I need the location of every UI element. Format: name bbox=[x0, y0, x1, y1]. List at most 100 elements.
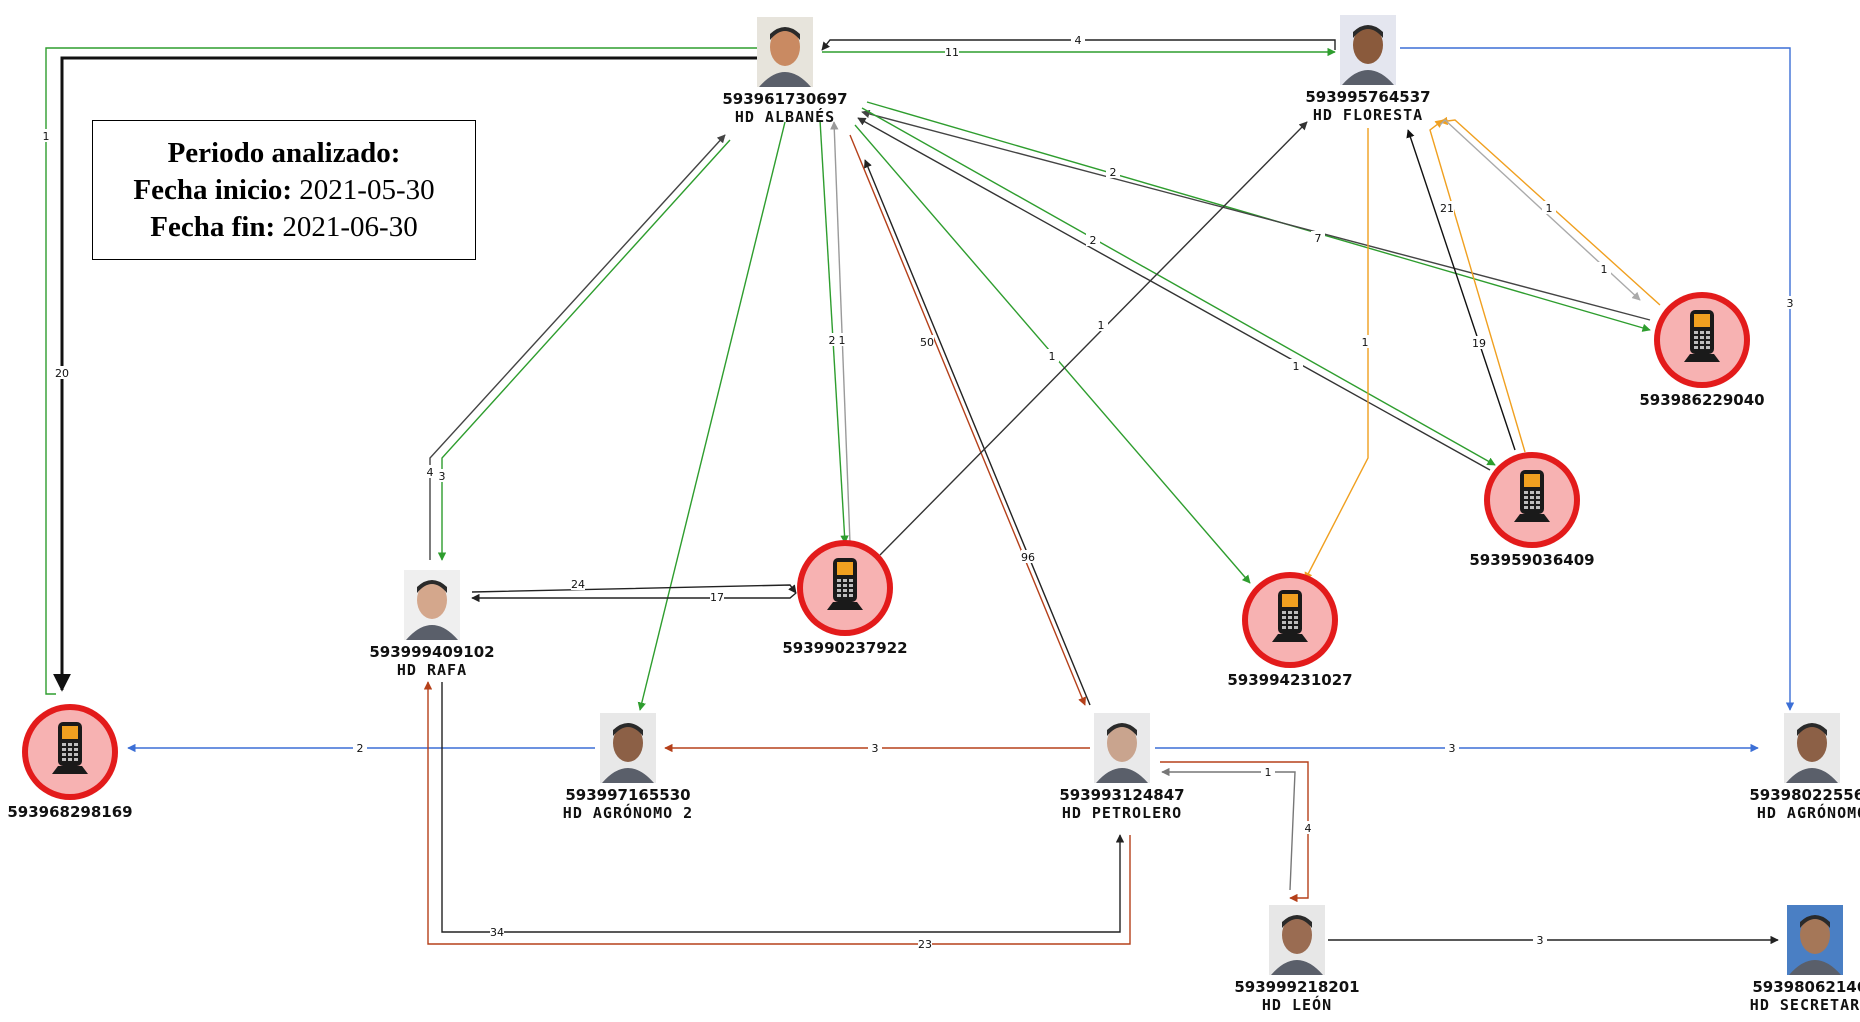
edge-count-label: 24 bbox=[571, 578, 585, 591]
node-secretario[interactable]: 593980621464HD SECRETARIO bbox=[1750, 905, 1860, 1014]
edge-label-bg bbox=[1597, 262, 1611, 275]
node-phone-number: 593999409102 bbox=[369, 643, 494, 661]
edge-label-bg bbox=[945, 45, 959, 58]
node-phone-number: 593980621464 bbox=[1752, 978, 1860, 996]
edge-rafa-to-petrolero bbox=[441, 682, 1125, 933]
node-phone-number: 593997165530 bbox=[565, 786, 690, 804]
node-phone-number: 593990237922 bbox=[782, 639, 907, 657]
edge-count-label: 20 bbox=[55, 367, 69, 380]
node-phone-number: 593986229040 bbox=[1639, 391, 1764, 409]
mobile-phone-icon bbox=[1684, 310, 1720, 362]
edge-label-bg bbox=[710, 590, 724, 603]
edge-count-label: 1 bbox=[43, 130, 50, 143]
node-phone-number: 593968298169 bbox=[7, 803, 132, 821]
node-n298169[interactable]: 593968298169 bbox=[7, 704, 133, 821]
end-date-value: 2021-06-30 bbox=[282, 211, 418, 243]
person-avatar-icon bbox=[1096, 723, 1148, 783]
node-alias: HD SECRETARIO bbox=[1750, 996, 1860, 1014]
edge-n229040-to-albanes bbox=[861, 109, 1651, 321]
analysis-period-box: Periodo analizado: Fecha inicio: 2021-05… bbox=[92, 120, 476, 260]
edge-label-bg bbox=[1045, 349, 1059, 362]
edges-layer bbox=[45, 39, 1795, 945]
mobile-phone-icon bbox=[1272, 590, 1308, 642]
edge-petrolero-to-leon bbox=[1160, 761, 1309, 903]
node-n036409[interactable]: 593959036409 bbox=[1469, 452, 1595, 569]
node-alias: HD FLORESTA bbox=[1313, 106, 1423, 124]
node-alias: HD PETROLERO bbox=[1062, 804, 1182, 822]
node-n237922[interactable]: 593990237922 bbox=[782, 540, 908, 657]
edge-count-label: 2 bbox=[1110, 166, 1117, 179]
edge-label-bg bbox=[1086, 233, 1100, 246]
start-date-label: Fecha inicio: bbox=[133, 174, 293, 206]
edge-count-label: 1 bbox=[1265, 766, 1272, 779]
node-alias: HD RAFA bbox=[397, 661, 467, 679]
edge-label-bg bbox=[1311, 231, 1325, 244]
person-avatar-icon bbox=[1342, 25, 1394, 85]
edge-label-bg bbox=[1289, 359, 1303, 372]
edge-n237922-to-rafa bbox=[471, 592, 797, 603]
edge-petrolero-to-albanes bbox=[864, 159, 1091, 706]
edge-count-label: 4 bbox=[427, 466, 434, 479]
period-title: Periodo analizado: bbox=[167, 137, 401, 169]
edge-count-label: 19 bbox=[1472, 337, 1486, 350]
edge-label-bg bbox=[1261, 765, 1275, 778]
node-n231027[interactable]: 593994231027 bbox=[1227, 572, 1353, 689]
edge-petrolero-to-rafa bbox=[423, 681, 1131, 945]
edge-label-bg bbox=[39, 129, 53, 142]
node-n229040[interactable]: 593986229040 bbox=[1639, 292, 1765, 409]
edge-count-label: 3 bbox=[872, 742, 879, 755]
edge-n237922-to-floresta bbox=[879, 121, 1308, 556]
edge-label-bg bbox=[571, 577, 585, 590]
edge-label-bg bbox=[55, 366, 69, 379]
mobile-phone-icon bbox=[52, 722, 88, 774]
edge-label-bg bbox=[920, 335, 934, 348]
node-alias: HD ALBANÉS bbox=[735, 107, 835, 126]
node-phone-number: 593993124847 bbox=[1059, 786, 1184, 804]
edge-albanes-to-n036409 bbox=[861, 107, 1496, 466]
edge-label-bg bbox=[490, 925, 504, 938]
person-avatar-icon bbox=[602, 723, 654, 783]
edge-label-bg bbox=[835, 333, 849, 346]
edge-n036409-to-albanes bbox=[857, 117, 1491, 471]
mobile-phone-icon bbox=[1514, 470, 1550, 522]
edge-floresta-to-n229040 bbox=[1439, 119, 1641, 301]
person-avatar-icon bbox=[759, 27, 811, 87]
edge-label-bg bbox=[1358, 335, 1372, 348]
edge-count-label: 1 bbox=[1362, 336, 1369, 349]
edge-count-label: 4 bbox=[1305, 822, 1312, 835]
edge-label-bg bbox=[868, 741, 882, 754]
edge-label-bg bbox=[423, 465, 437, 478]
edge-count-label: 50 bbox=[920, 336, 934, 349]
node-phone-number: 593980225569 bbox=[1749, 786, 1860, 804]
node-agronomo[interactable]: 593980225569HD AGRÓNOMO bbox=[1749, 713, 1860, 822]
end-date-label: Fecha fin: bbox=[150, 211, 276, 243]
node-phone-number: 593994231027 bbox=[1227, 671, 1352, 689]
edge-albanes-to-n237922 bbox=[819, 119, 849, 544]
edge-count-label: 1 bbox=[1098, 319, 1105, 332]
edge-albanes-to-agronomo2 bbox=[637, 121, 786, 711]
edge-label-bg bbox=[1106, 165, 1120, 178]
edge-count-label: 1 bbox=[1546, 202, 1553, 215]
edge-count-label: 17 bbox=[710, 591, 724, 604]
edge-albanes-to-n298169 bbox=[53, 56, 762, 692]
person-avatar-icon bbox=[406, 580, 458, 640]
edge-label-bg bbox=[1445, 741, 1459, 754]
edge-albanes-to-rafa bbox=[437, 139, 731, 561]
edge-n036409-to-floresta bbox=[1429, 119, 1526, 453]
edge-label-bg bbox=[1783, 296, 1797, 309]
edge-label-bg bbox=[1440, 201, 1454, 214]
edge-label-bg bbox=[353, 741, 367, 754]
person-avatar-icon bbox=[1786, 723, 1838, 783]
edge-count-label: 2 bbox=[1090, 234, 1097, 247]
edge-count-label: 1 bbox=[1293, 360, 1300, 373]
node-phone-number: 593995764537 bbox=[1305, 88, 1430, 106]
person-avatar-icon bbox=[1789, 915, 1841, 975]
edge-count-label: 2 bbox=[829, 334, 836, 347]
